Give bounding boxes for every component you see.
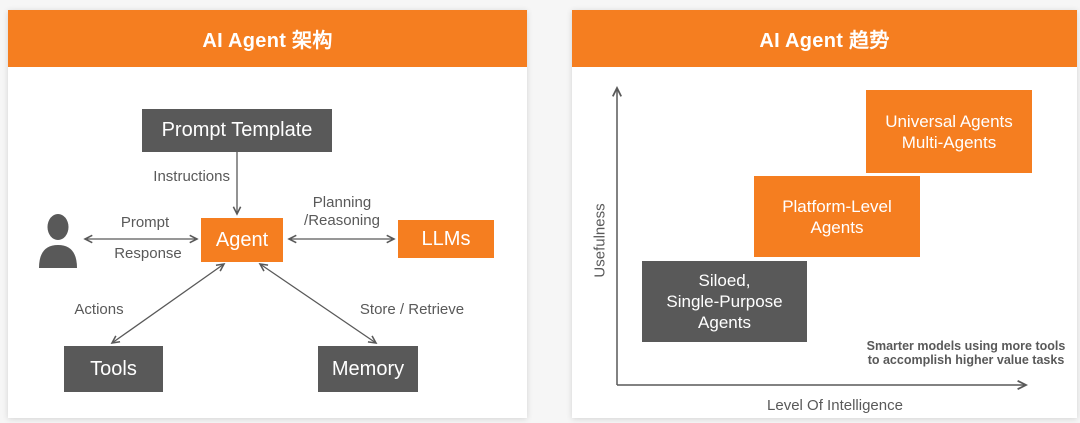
trends-panel: AI Agent 趋势 Usefulness Level Of Intellig… bbox=[572, 10, 1077, 418]
arrow-agent-memory bbox=[260, 264, 376, 343]
trends-panel-header: AI Agent 趋势 bbox=[572, 10, 1077, 67]
agent-label: Agent bbox=[215, 228, 269, 251]
user-silhouette-icon bbox=[39, 214, 77, 268]
tools-node: Tools bbox=[64, 346, 163, 392]
actions-edge-label: Actions bbox=[74, 301, 124, 318]
annotation-line-1: Smarter models using more tools bbox=[866, 339, 1066, 353]
planning-line: Planning bbox=[312, 194, 372, 211]
platform-line-1: Platform-Level bbox=[782, 196, 892, 216]
universal-line-2: Multi-Agents bbox=[901, 132, 997, 152]
architecture-panel-header: AI Agent 架构 bbox=[8, 10, 527, 67]
response-edge-label: Response bbox=[114, 245, 182, 262]
architecture-panel-title: AI Agent 架构 bbox=[202, 30, 333, 52]
planning-reasoning-edge-label: Planning /Reasoning bbox=[282, 194, 402, 230]
universal-agents-box: Universal Agents Multi-Agents bbox=[866, 90, 1032, 173]
reasoning-line: /Reasoning bbox=[304, 212, 380, 229]
llms-node: LLMs bbox=[398, 220, 494, 258]
prompt-template-label: Prompt Template bbox=[161, 119, 313, 141]
architecture-canvas: Prompt Template Agent LLMs Tools Memory … bbox=[8, 10, 527, 418]
x-axis-label: Level Of Intelligence bbox=[767, 397, 903, 414]
llms-label: LLMs bbox=[421, 227, 471, 250]
platform-level-agents-box: Platform-Level Agents bbox=[754, 176, 920, 257]
memory-label: Memory bbox=[331, 357, 405, 380]
store-retrieve-edge-label: Store / Retrieve bbox=[359, 301, 465, 318]
y-axis-label: Usefulness bbox=[591, 203, 609, 278]
trends-canvas: Usefulness Level Of Intelligence Siloed,… bbox=[572, 10, 1077, 418]
prompt-template-node: Prompt Template bbox=[142, 109, 332, 152]
architecture-panel: AI Agent 架构 Prompt Template bbox=[8, 10, 527, 418]
platform-line-2: Agents bbox=[810, 217, 864, 237]
trend-axes bbox=[572, 10, 1077, 418]
prompt-edge-label: Prompt bbox=[120, 214, 170, 231]
memory-node: Memory bbox=[318, 346, 418, 392]
tools-label: Tools bbox=[90, 357, 137, 380]
siloed-line-3: Agents bbox=[698, 313, 751, 332]
agent-node: Agent bbox=[201, 218, 283, 262]
trends-panel-title: AI Agent 趋势 bbox=[759, 30, 890, 52]
siloed-line-1: Siloed, bbox=[698, 271, 751, 290]
architecture-arrows bbox=[8, 152, 527, 418]
arrow-agent-tools bbox=[112, 264, 224, 343]
instructions-edge-label: Instructions bbox=[153, 168, 230, 185]
universal-line-1: Universal Agents bbox=[885, 111, 1013, 131]
siloed-line-2: Single-Purpose bbox=[666, 292, 783, 311]
annotation-line-2: to accomplish higher value tasks bbox=[867, 353, 1065, 367]
siloed-agents-box: Siloed, Single-Purpose Agents bbox=[642, 261, 807, 342]
trend-annotation: Smarter models using more tools to accom… bbox=[858, 339, 1074, 367]
